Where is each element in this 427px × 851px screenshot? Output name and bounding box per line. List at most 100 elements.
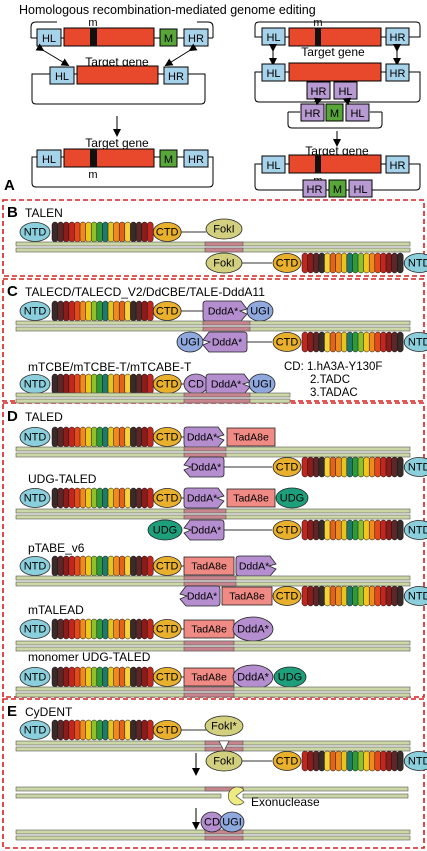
hr-box — [385, 63, 410, 82]
udg-domain: UDG — [275, 487, 309, 509]
tale-repeat — [90, 666, 98, 688]
tale-repeat — [68, 555, 76, 577]
tale-repeat — [130, 719, 137, 741]
foki-domain: FokI — [205, 218, 243, 240]
tale-repeat — [102, 426, 109, 448]
tale-repeat — [124, 666, 132, 688]
tale-repeat — [385, 585, 393, 607]
tale-repeat — [118, 373, 126, 395]
cd-list-1: CD: 1.hA3A-Y130F — [284, 361, 382, 373]
target-gene-label: Target gene — [301, 45, 365, 59]
tale-repeat — [96, 719, 104, 741]
ctd-domain: CTD — [152, 427, 182, 447]
tale-repeat — [335, 750, 342, 772]
ddda-domain-label: DddA* — [191, 462, 221, 474]
tale-repeat — [130, 300, 137, 322]
udg-domain: UDG — [147, 519, 183, 541]
tale-repeat — [51, 300, 59, 322]
ctd-domain-label: CTD — [156, 306, 179, 318]
tale-repeat — [346, 585, 354, 607]
tale-repeat — [90, 487, 98, 509]
tale-repeat — [318, 252, 326, 274]
dna-duplex — [15, 740, 411, 752]
tale-repeat — [312, 456, 320, 478]
tale-repeat — [124, 221, 132, 243]
genome-left: Target gene HL HR — [31, 55, 206, 105]
ddda-domain-label: DddA* — [187, 432, 217, 444]
tale-repeats — [301, 331, 404, 353]
tale-repeat — [135, 719, 143, 741]
tale-repeat — [318, 585, 326, 607]
ddda-domain-label: DddA* — [191, 525, 221, 537]
hl-box — [261, 155, 286, 174]
tale-repeat — [135, 221, 143, 243]
tale-repeat — [74, 221, 81, 243]
tale-repeat — [346, 456, 354, 478]
ntd-domain-label: NTD — [408, 591, 427, 603]
tale-repeat — [57, 426, 64, 448]
tale-repeat — [124, 618, 132, 640]
tale-repeat — [51, 666, 59, 688]
tale-repeats — [51, 426, 154, 448]
tale-repeats — [51, 487, 154, 509]
tale-repeat — [329, 519, 337, 541]
tada8e-domain-label: TadA8e — [229, 591, 265, 603]
ntd-domain-label: NTD — [408, 258, 427, 270]
tale-repeat — [135, 373, 143, 395]
dna-duplex — [15, 241, 411, 253]
tale-repeat — [374, 456, 382, 478]
marker-box — [328, 179, 347, 198]
ntd-domain: NTD — [19, 488, 51, 508]
tale-repeat — [135, 426, 143, 448]
tale-repeat — [96, 618, 104, 640]
tale-repeat — [113, 221, 120, 243]
ctd-domain: CTD — [152, 556, 182, 576]
marker-label: M — [164, 154, 173, 166]
panel-d-letter: D — [7, 408, 18, 425]
tale-repeat — [141, 373, 148, 395]
tale-repeat — [346, 750, 354, 772]
tale-repeat — [57, 666, 64, 688]
ntd-domain: NTD — [403, 586, 427, 606]
tale-repeat — [352, 331, 359, 353]
ntd-domain-label: NTD — [24, 725, 47, 737]
tale-repeat — [118, 221, 126, 243]
dna-duplex — [15, 686, 411, 698]
ddda-domain: DddA* — [183, 487, 225, 509]
cd-domain: CD — [183, 373, 209, 395]
foki-star-domain-label: FokI* — [211, 721, 237, 733]
tale-repeat — [85, 487, 92, 509]
tale-repeat — [374, 585, 382, 607]
ntd-domain: NTD — [19, 667, 51, 687]
ctd-domain: CTD — [152, 619, 182, 639]
ctd-domain: CTD — [272, 457, 302, 477]
hl-label: HL — [42, 154, 56, 166]
ctd-domain-label: CTD — [276, 337, 299, 349]
mutation-mark — [315, 155, 321, 173]
tale-repeat — [113, 555, 120, 577]
tale-repeat — [135, 618, 143, 640]
tale-repeat — [340, 331, 348, 353]
tale-repeat — [79, 555, 87, 577]
mutation-label: m — [88, 17, 97, 29]
tale-repeat — [391, 252, 398, 274]
foki-domain-label: FokI — [213, 258, 234, 270]
tale-repeat — [141, 555, 148, 577]
hr-box — [300, 103, 325, 122]
ntd-domain-label: NTD — [408, 525, 427, 537]
tale-repeat — [363, 252, 370, 274]
ctd-domain: CTD — [152, 488, 182, 508]
tale-repeat — [51, 618, 59, 640]
tale-repeat — [380, 585, 387, 607]
tale-repeat — [62, 618, 70, 640]
hl-label: HL — [42, 33, 56, 45]
tale-repeat — [340, 456, 348, 478]
ctd-domain: CTD — [272, 332, 302, 352]
tale-repeat — [130, 373, 137, 395]
tale-repeat — [146, 666, 154, 688]
tale-repeats — [51, 618, 154, 640]
tale-repeat — [335, 331, 342, 353]
tada8e-domain-label: TadA8e — [233, 432, 269, 444]
ntd-domain: NTD — [19, 301, 51, 321]
tale-repeat — [301, 252, 309, 274]
